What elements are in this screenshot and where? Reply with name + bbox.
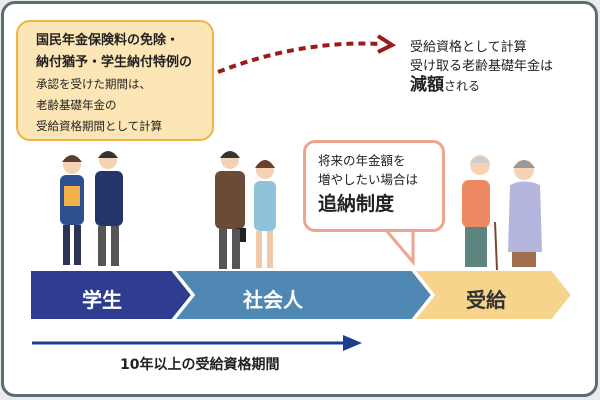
- student-man-figure: [95, 151, 123, 266]
- stage-arrow-pension: [411, 269, 574, 321]
- dashed-arrow: [217, 41, 381, 74]
- stage-arrow-worker: [171, 269, 434, 321]
- result-emph: 減額: [410, 75, 444, 95]
- worker-woman-figure: [254, 160, 276, 268]
- note-line5: 受給資格期間として計算: [36, 119, 163, 133]
- elderly-woman-figure: [508, 160, 542, 267]
- stage-label-worker: 社会人: [243, 288, 303, 312]
- note-line3: 承認を受けた期間は、: [36, 77, 151, 91]
- timeline-arrow-head: [343, 335, 362, 351]
- elderly-man-figure: [462, 155, 498, 271]
- bubble-tail: [381, 227, 415, 267]
- stage-label-student: 学生: [82, 288, 122, 312]
- result-line2: 受け取る老齢基礎年金は: [410, 59, 554, 74]
- note-line2: 納付猶予・学生納付特例の: [36, 55, 193, 70]
- timeline-label: 10年以上の受給資格期間: [120, 357, 280, 373]
- student-woman-figure: [60, 155, 84, 265]
- stage-label-pension: 受給: [466, 288, 506, 312]
- worker-man-figure: [215, 151, 246, 269]
- stage-arrow-student: [29, 269, 194, 321]
- result-text: 受給資格として計算 受け取る老齢基礎年金は 減額される: [410, 38, 553, 96]
- bubble-line2: 増やしたい場合は: [318, 172, 419, 187]
- bubble-line1: 将来の年金額を: [318, 153, 406, 168]
- exemption-note: 国民年金保険料の免除・ 納付猶予・学生納付特例の 承認を受けた期間は、 老齢基礎…: [16, 20, 214, 141]
- bubble-emph: 追納制度: [318, 193, 395, 215]
- note-line1: 国民年金保険料の免除・: [36, 33, 180, 48]
- dashed-arrow-head: [376, 34, 397, 54]
- note-line4: 老齢基礎年金の: [36, 98, 117, 112]
- result-suffix: される: [444, 79, 481, 93]
- back-payment-bubble: 将来の年金額を 増やしたい場合は 追納制度: [303, 140, 445, 232]
- result-line1: 受給資格として計算: [410, 40, 527, 55]
